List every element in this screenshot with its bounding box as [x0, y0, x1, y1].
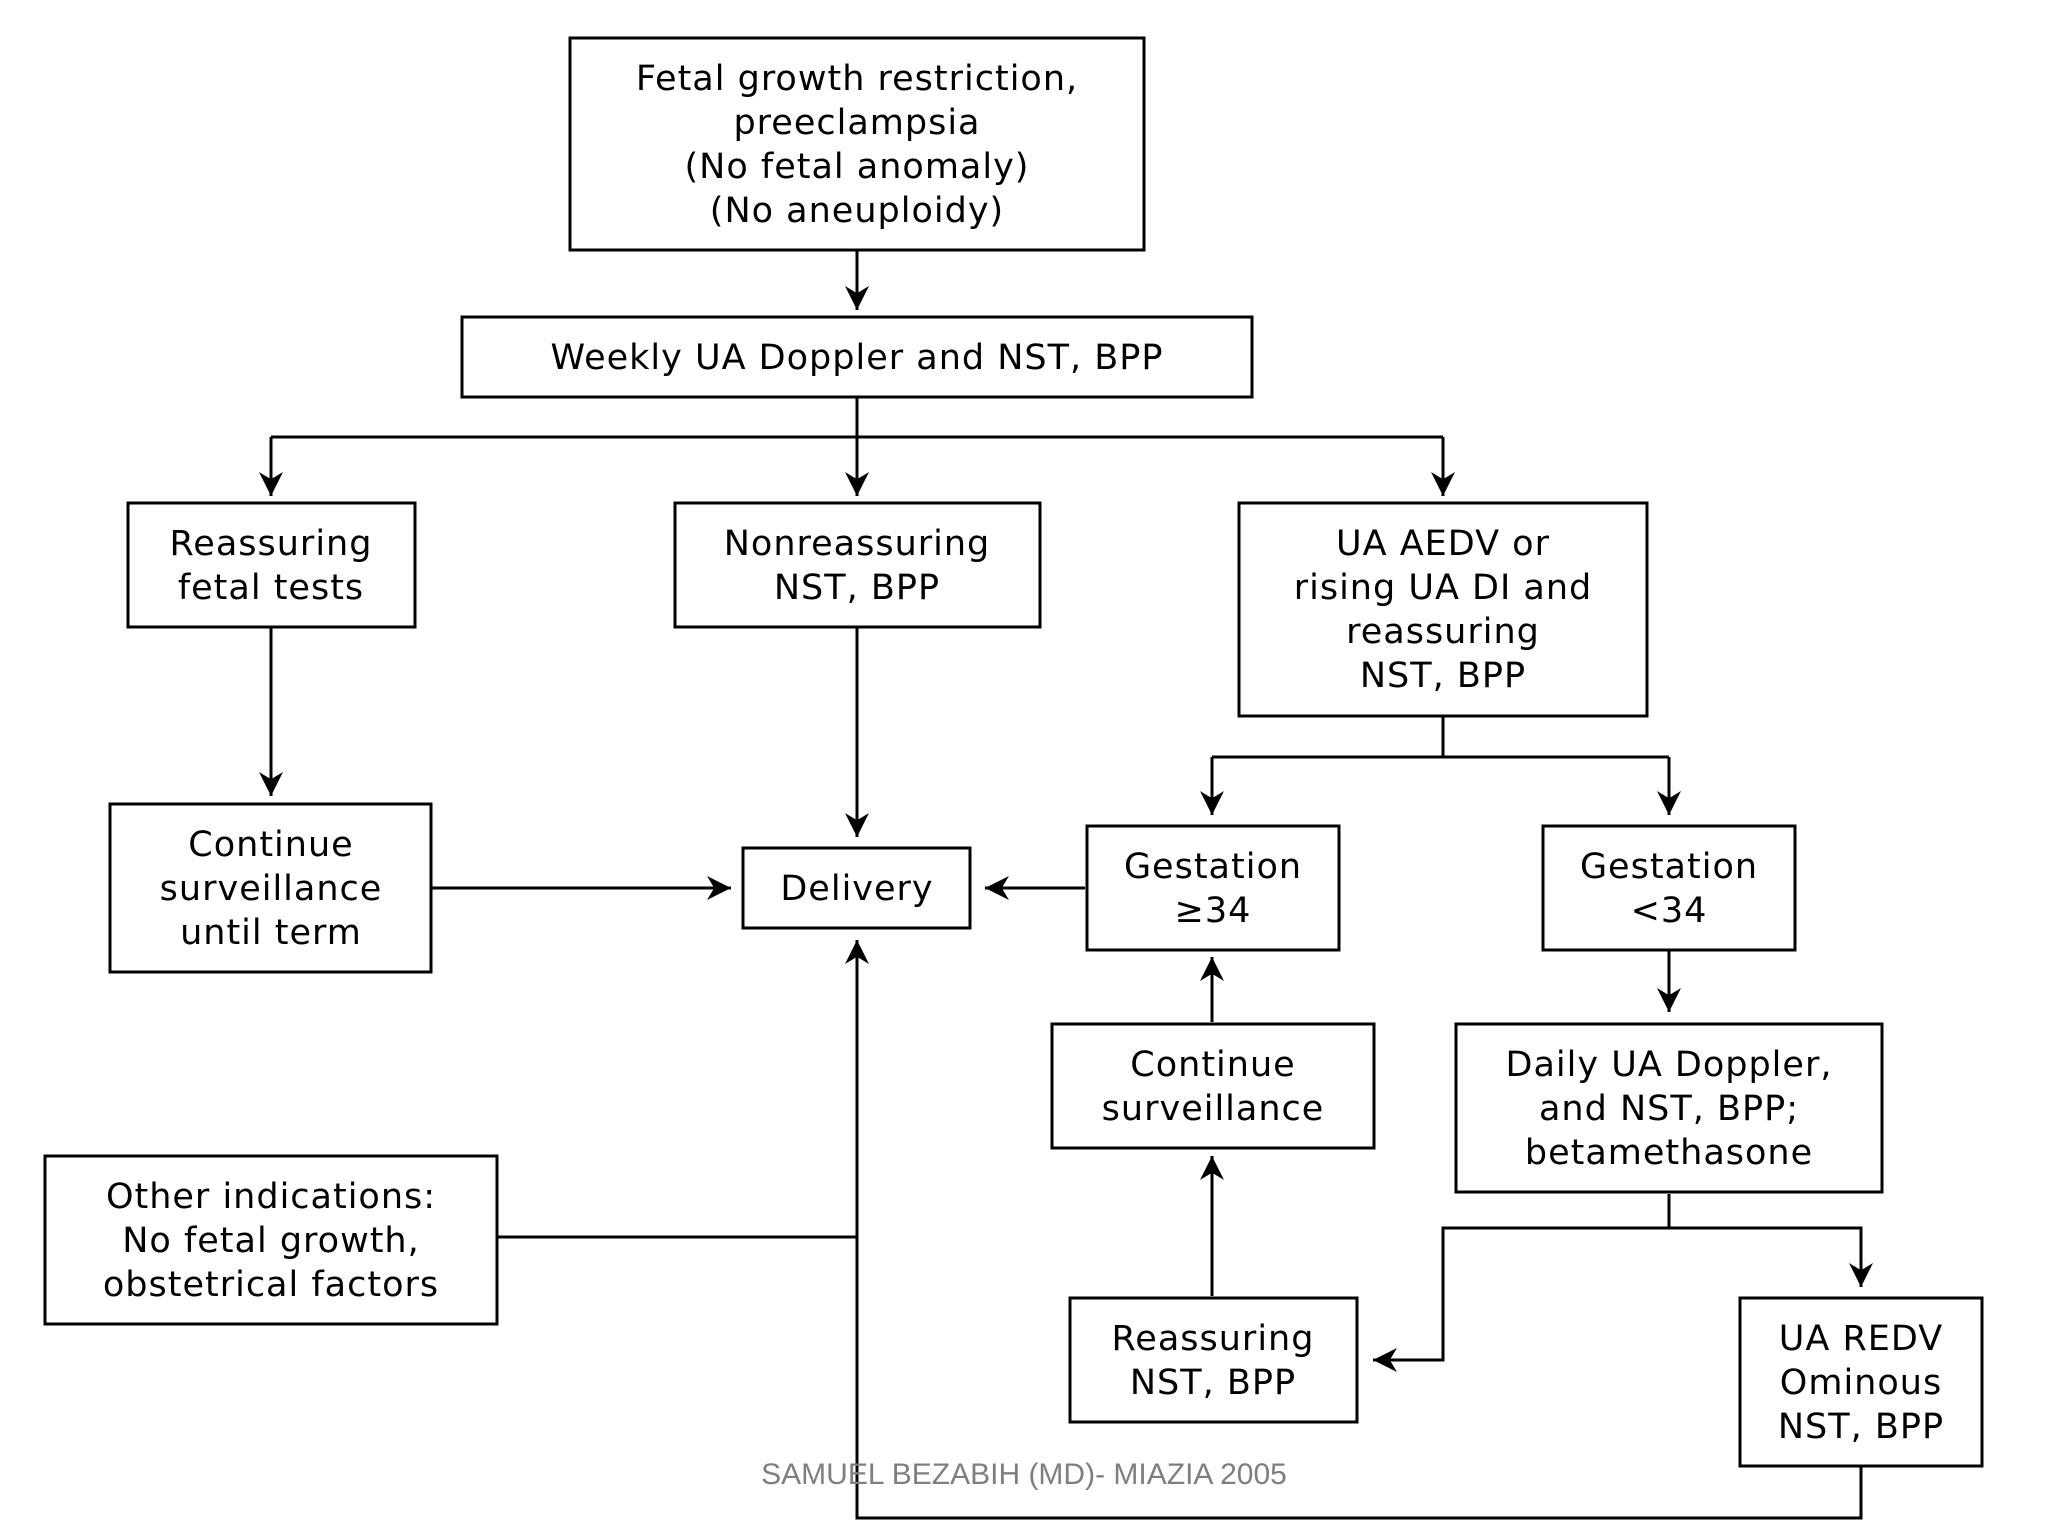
node-gestation-ge34: Gestation≥34	[1085, 824, 1341, 952]
node-line: <34	[1631, 891, 1708, 931]
node-line: No fetal growth,	[122, 1221, 420, 1261]
arrow-daily-to-reassuring-nst	[1373, 1226, 1669, 1372]
node-line: Nonreassuring	[724, 524, 991, 564]
node-line: betamethasone	[1525, 1133, 1813, 1173]
node-line: NST, BPP	[1360, 656, 1526, 696]
node-gestation-ge34-text: Gestation≥34	[1124, 847, 1302, 931]
node-line: and NST, BPP;	[1539, 1089, 1799, 1129]
node-gestation-lt34-text: Gestation<34	[1580, 847, 1758, 931]
node-delivery: Delivery	[741, 846, 972, 930]
node-line: surveillance	[160, 869, 383, 909]
node-other: Other indications:No fetal growth,obstet…	[43, 1154, 499, 1326]
node-daily: Daily UA Doppler,and NST, BPP;betamethas…	[1454, 1022, 1884, 1194]
node-line: (No fetal anomaly)	[685, 147, 1030, 187]
node-gestation-lt34: Gestation<34	[1541, 824, 1797, 952]
node-line: NST, BPP	[1130, 1363, 1296, 1403]
footer-credit: SAMUEL BEZABIH (MD)- MIAZIA 2005	[761, 1458, 1287, 1491]
node-line: preeclampsia	[733, 103, 980, 143]
arrow-daily-to-ua-redv	[1669, 1226, 1873, 1287]
node-line: Reassuring	[170, 524, 373, 564]
node-line: Delivery	[780, 869, 933, 909]
node-line: UA AEDV or	[1336, 524, 1550, 564]
node-line: Other indications:	[106, 1177, 436, 1217]
node-line: reassuring	[1346, 612, 1540, 652]
node-line: Gestation	[1580, 847, 1758, 887]
node-line: fetal tests	[178, 568, 364, 608]
node-line: Gestation	[1124, 847, 1302, 887]
node-line: Reassuring	[1112, 1319, 1315, 1359]
node-line: until term	[180, 913, 362, 953]
node-delivery-text: Delivery	[780, 869, 933, 909]
node-start: Fetal growth restriction,preeclampsia(No…	[568, 36, 1146, 252]
node-line: Fetal growth restriction,	[636, 59, 1078, 99]
node-line: Continue	[188, 825, 353, 865]
node-weekly: Weekly UA Doppler and NST, BPP	[460, 315, 1254, 399]
node-daily-text: Daily UA Doppler,and NST, BPP;betamethas…	[1506, 1045, 1833, 1173]
node-line: Continue	[1130, 1045, 1295, 1085]
node-line: NST, BPP	[774, 568, 940, 608]
node-line: rising UA DI and	[1294, 568, 1593, 608]
node-line: UA REDV	[1779, 1319, 1943, 1359]
node-line: ≥34	[1175, 891, 1252, 931]
arrow-ua-redv-to-delivery	[845, 940, 1863, 1520]
node-weekly-text: Weekly UA Doppler and NST, BPP	[551, 338, 1164, 378]
node-line: NST, BPP	[1778, 1407, 1944, 1447]
node-line: surveillance	[1102, 1089, 1325, 1129]
node-line: obstetrical factors	[103, 1265, 439, 1305]
node-line: Weekly UA Doppler and NST, BPP	[551, 338, 1164, 378]
node-line: Daily UA Doppler,	[1506, 1045, 1833, 1085]
node-other-text: Other indications:No fetal growth,obstet…	[103, 1177, 439, 1305]
node-start-text: Fetal growth restriction,preeclampsia(No…	[636, 59, 1078, 231]
node-line: (No aneuploidy)	[710, 191, 1004, 231]
connectors	[259, 250, 1873, 1520]
node-line: Ominous	[1780, 1363, 1942, 1403]
